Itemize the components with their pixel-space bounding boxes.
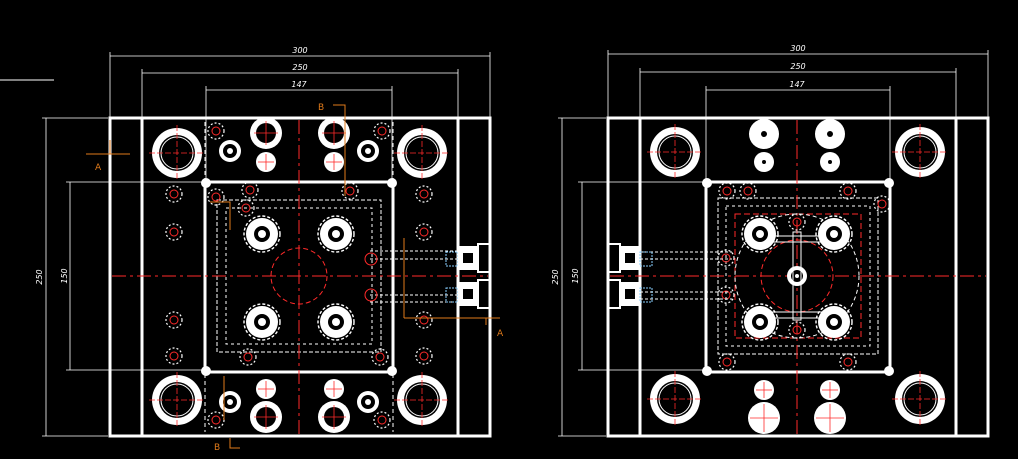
- dim-width-300: 300: [790, 44, 805, 53]
- return-pin: [219, 140, 241, 162]
- ejector-bushing: [249, 400, 283, 434]
- section-label-b: B: [318, 103, 324, 113]
- dim-width-147: 147: [789, 80, 805, 89]
- guide-pillar: [148, 124, 206, 182]
- gear-cavity: [317, 215, 355, 253]
- dim-width-147: 147: [291, 80, 307, 89]
- gear-core: [741, 303, 779, 341]
- water-fitting: [607, 243, 653, 309]
- right-mold-view: 300 250 147 250 150: [551, 44, 990, 438]
- gear-core: [815, 303, 853, 341]
- guide-bushing: [646, 123, 704, 181]
- section-markers: [86, 104, 500, 449]
- cooling-channels: [640, 251, 732, 300]
- return-pin: [357, 140, 379, 162]
- gear-core: [741, 215, 779, 253]
- sprue-bushing: [270, 247, 328, 305]
- guide-bushing: [891, 123, 949, 181]
- dim-width-250: 250: [790, 62, 805, 71]
- core-block: [704, 180, 892, 374]
- dim-height-150: 150: [571, 268, 580, 283]
- section-label-b: B: [214, 443, 220, 453]
- base-plate: [108, 116, 492, 438]
- base-plate: [606, 116, 990, 438]
- runner-plate: [734, 213, 860, 339]
- section-label-a: A: [497, 329, 504, 339]
- return-pin: [219, 391, 241, 413]
- right-dimensions: [558, 50, 989, 437]
- gear-core: [815, 215, 853, 253]
- gear-cavity: [243, 215, 281, 253]
- ejector-bushing: [317, 400, 351, 434]
- guide-pillar: [393, 371, 451, 429]
- cooling-channels: [370, 250, 460, 303]
- gear-cavity: [243, 303, 281, 341]
- sprue-puller: [787, 266, 807, 286]
- water-fitting: [445, 243, 491, 309]
- guide-bushing: [891, 370, 949, 428]
- dim-width-300: 300: [292, 46, 307, 55]
- return-pin: [357, 391, 379, 413]
- dim-height-150: 150: [60, 268, 69, 283]
- gear-cavity: [317, 303, 355, 341]
- dim-height-250: 250: [35, 269, 44, 284]
- guide-pillar: [148, 371, 206, 429]
- guide-bushing: [646, 370, 704, 428]
- ejector-bushing: [249, 116, 283, 150]
- dim-width-250: 250: [292, 63, 307, 72]
- section-label-a: A: [95, 163, 102, 173]
- dim-height-250: 250: [551, 269, 560, 284]
- guide-pillar: [393, 124, 451, 182]
- left-dimensions: [42, 52, 491, 437]
- left-mold-view: 300 250 147 250 150: [35, 46, 504, 453]
